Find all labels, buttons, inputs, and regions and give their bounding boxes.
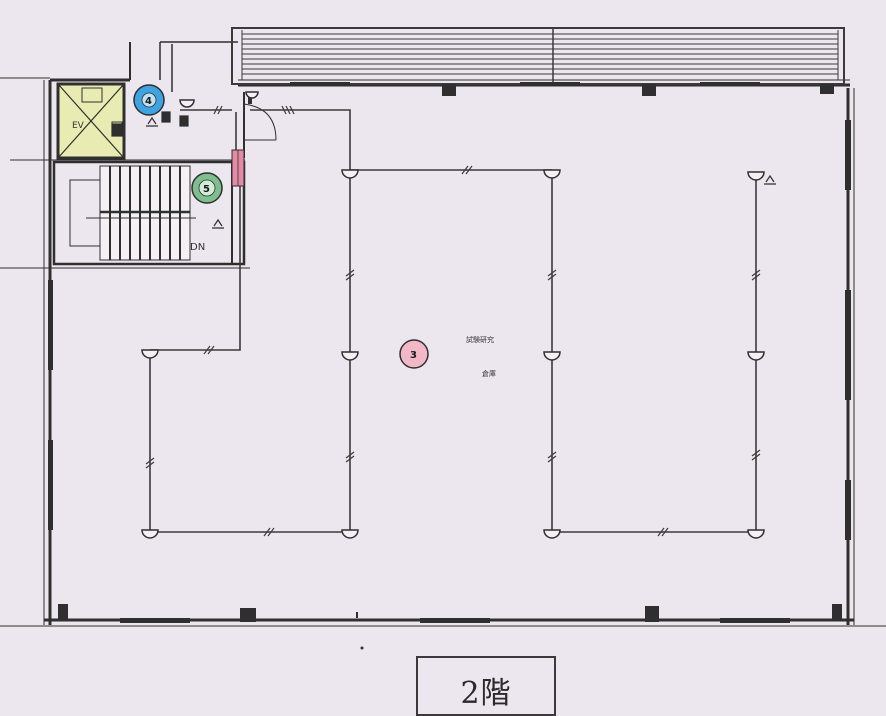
room-label-secondary: 倉庫	[482, 369, 496, 378]
area-marker-label: 3	[410, 350, 417, 361]
light-fixture	[543, 169, 561, 179]
wire-tick-marks	[145, 105, 761, 537]
room-label-primary: 試験研究	[466, 335, 494, 344]
columns	[48, 82, 851, 623]
light-fixture	[543, 351, 561, 361]
stairwell	[52, 160, 246, 266]
floor-plan-diagram: EV DN	[0, 27, 886, 650]
balcony-louver	[231, 27, 845, 85]
light-fixture	[747, 351, 765, 361]
light-fixture	[543, 529, 561, 539]
electrical-panel	[231, 149, 245, 187]
area-marker	[399, 339, 429, 369]
elevator-label: EV	[72, 121, 85, 131]
light-fixture	[341, 351, 359, 361]
stair-dn-label: DN	[190, 242, 205, 253]
light-fixture	[179, 99, 195, 108]
light-fixture	[141, 529, 159, 539]
light-fixture	[245, 91, 259, 99]
light-fixture	[747, 529, 765, 539]
entrance-door	[243, 92, 277, 158]
circuit-marker-green-label: 5	[203, 184, 210, 195]
floor-label-box: 2階	[416, 656, 556, 716]
light-fixture	[747, 171, 765, 181]
circuit-marker-green	[191, 172, 223, 204]
floor-label: 2階	[460, 676, 512, 711]
building-walls	[0, 41, 886, 627]
light-fixtures	[141, 91, 765, 539]
light-fixture	[141, 349, 159, 359]
light-fixture	[341, 529, 359, 539]
switch-symbols	[111, 111, 776, 229]
circuit-wiring	[149, 44, 757, 533]
circuit-marker-blue-label: 4	[145, 96, 152, 107]
elevator-shaft	[56, 82, 126, 160]
circuit-marker-blue	[133, 84, 165, 116]
speck	[360, 646, 364, 650]
light-fixture	[341, 169, 359, 179]
